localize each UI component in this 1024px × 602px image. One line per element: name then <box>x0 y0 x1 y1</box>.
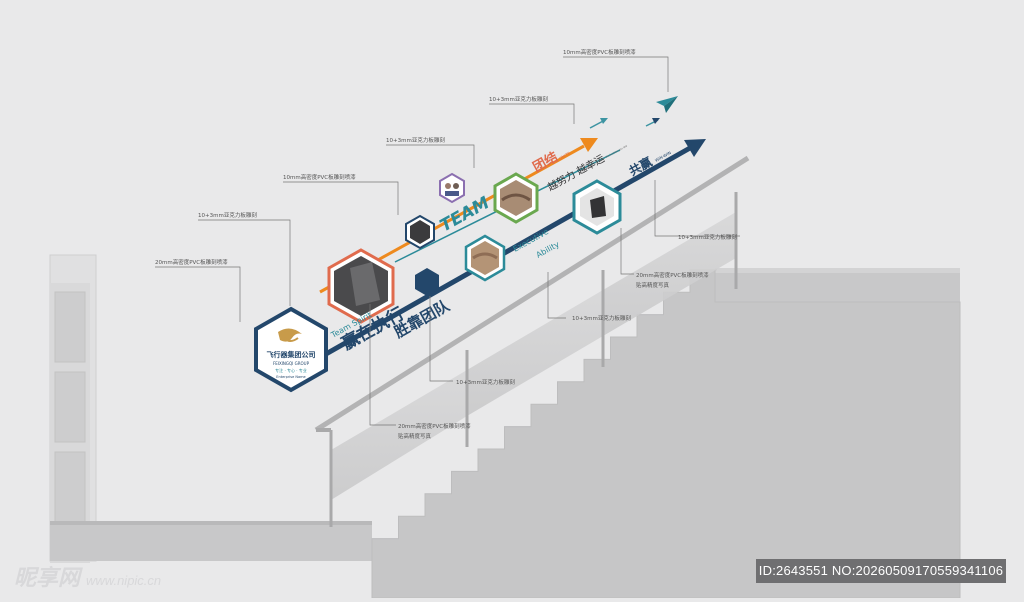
company-name: 飞行器集团公司 <box>267 350 316 359</box>
paper-plane-icon <box>656 96 678 113</box>
watermark-url: www.nipic.cn <box>86 573 162 588</box>
callout-3: 10+3mm亚克力板雕刻 <box>386 136 445 144</box>
company-footnote: Enterprise Name <box>276 375 305 379</box>
callout-4: 10mm高密度PVC板雕刻喷漆 <box>283 173 356 181</box>
callout-1: 10mm高密度PVC板雕刻喷漆 <box>563 48 636 56</box>
callout-lines <box>155 56 740 426</box>
callout-2: 10+3mm亚克力板雕刻 <box>489 95 548 103</box>
hex-photo-2 <box>405 214 435 250</box>
small-arrow-icon <box>589 118 660 129</box>
door <box>49 254 97 563</box>
watermark-brand: 昵享网 <box>14 565 81 590</box>
callout-10: 10+3mm亚克力板雕刻 <box>456 378 515 386</box>
slogan-ability: Ability <box>535 240 562 260</box>
callout-8-line2: 贴高精度写真 <box>636 281 670 289</box>
railing-glass <box>331 212 736 500</box>
callout-7: 10+3mm亚克力板雕刻 <box>678 233 737 241</box>
company-en: FEIXINGQI GROUP <box>273 361 310 366</box>
callout-8: 20mm高密度PVC板雕刻喷漆 <box>636 271 709 279</box>
lower-floor <box>50 523 372 561</box>
callout-6: 20mm高密度PVC板雕刻喷漆 <box>155 258 228 266</box>
callout-11: 20mm高密度PVC板雕刻喷漆 <box>398 422 471 430</box>
company-tagline: 专注 · 专心 · 专业 <box>275 367 307 373</box>
hex-photo-3 <box>415 268 439 296</box>
hex-photo-5 <box>464 234 506 282</box>
watermark: 昵享网 www.nipic.cn <box>14 560 161 592</box>
callout-5: 10+3mm亚克力板雕刻 <box>198 211 257 219</box>
hex-photo-6 <box>493 172 539 224</box>
slogan-unity-en: UNITE <box>558 150 571 160</box>
hex-photo-4 <box>439 172 465 204</box>
image-id-badge: ID:2643551 NO:20260509170559341106 <box>756 559 1006 583</box>
slogan-team: TEAM <box>437 193 493 236</box>
slogan-unity: 团结 <box>530 149 561 176</box>
hex-logo-tile <box>254 306 328 393</box>
callout-11-line2: 贴高精度写真 <box>398 432 432 440</box>
hex-photo-7 <box>572 179 622 235</box>
upper-landing <box>715 270 960 302</box>
staircase <box>371 269 961 599</box>
railing <box>314 155 750 527</box>
hex-photo-1 <box>327 248 395 324</box>
callout-9: 10+3mm亚克力板雕刻 <box>572 314 631 322</box>
